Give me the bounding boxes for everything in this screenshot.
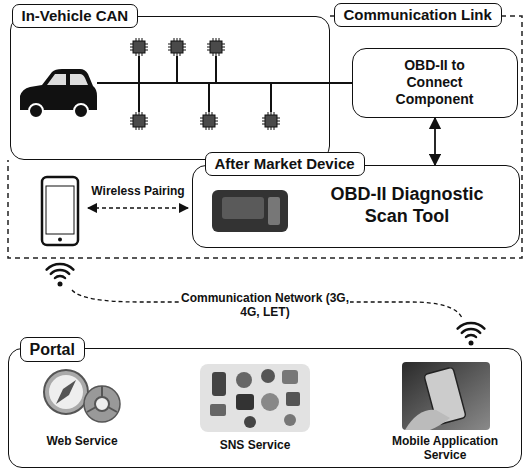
scan-tool-shine: [268, 197, 280, 225]
text-label: Mobile Application Service: [380, 434, 510, 463]
node-text: OBD-II Diagnostic Scan Tool: [315, 184, 500, 227]
heading-tab: Portal: [20, 337, 85, 362]
device-panel: After Market DeviceOBD-II Diagnostic Sca…: [192, 165, 520, 248]
scan-tool-plug: [222, 197, 264, 219]
text-label: Web Service: [32, 434, 132, 448]
bus-stub: [138, 56, 140, 83]
can-bus: [97, 56, 330, 112]
compass-icon: [44, 370, 88, 414]
chrome-center: [95, 397, 109, 411]
car-wheel: [29, 104, 43, 118]
ecu-chip: [207, 38, 225, 56]
text-label: Communication Network (3G, 4G, LET): [180, 291, 350, 320]
pairing-arrow: [88, 207, 188, 209]
chrome-icon: [84, 386, 120, 422]
bus-stub: [215, 56, 217, 83]
bus-line: [97, 82, 330, 84]
sns-icon: [212, 372, 226, 396]
sns-icon: [236, 394, 254, 410]
wifi-arc: [466, 335, 476, 337]
sns-icon: [284, 414, 296, 426]
ecu-chip: [130, 38, 148, 56]
vehicle-panel: In-Vehicle CAN: [10, 16, 330, 160]
wifi-arc: [458, 323, 485, 329]
signal-arc: [55, 276, 65, 278]
ecu-chip: [200, 112, 218, 130]
text-area: OBD-II Diagnostic Scan Tool: [300, 165, 515, 248]
mobile-ground: [402, 362, 490, 430]
signal-arc: [47, 264, 74, 270]
signal-arc: [51, 270, 69, 274]
signal-dot: [58, 282, 63, 287]
compass-face: [49, 375, 83, 409]
wifi-dot: [469, 341, 474, 346]
ecu-chip: [130, 112, 148, 130]
heading-tab: In-Vehicle CAN: [12, 4, 139, 28]
heading-tab: After Market Device: [205, 152, 365, 176]
phone-icon: [42, 177, 78, 245]
bus-stub: [208, 83, 210, 112]
link-region: Communication LinkOBD-II to Connect Comp…: [8, 16, 522, 258]
web-icons: [44, 370, 120, 422]
car-icon: [20, 69, 97, 118]
sns-icon: [244, 416, 256, 428]
connector: [330, 82, 352, 84]
car-window: [47, 74, 88, 85]
chrome-segments: [87, 386, 117, 412]
bus-stub: [176, 56, 178, 83]
phone-body: [42, 177, 78, 245]
connector: [434, 118, 436, 165]
dashed-border: [8, 16, 522, 258]
car-wheel: [74, 104, 88, 118]
text-area: OBD-II to Connect Component: [352, 48, 518, 118]
sns-icon: [261, 393, 279, 411]
sns-collage: [200, 364, 310, 432]
heading-tab: Communication Link: [334, 3, 502, 27]
bus-stub: [270, 83, 272, 112]
sns-icon: [236, 372, 252, 388]
text-label: SNS Service: [205, 438, 305, 452]
phone-button: [58, 238, 62, 242]
wifi-icon: [458, 323, 485, 337]
ecu-chip: [262, 112, 280, 130]
sns-icon: [286, 392, 300, 406]
ecu-chip: [168, 38, 186, 56]
scan-tool-image: [212, 190, 288, 232]
text-label: Wireless Pairing: [86, 184, 190, 198]
bus-stub: [138, 83, 140, 112]
mobile-hand: [405, 410, 450, 430]
signal-icon: [47, 264, 74, 278]
node-text: OBD-II to Connect Component: [379, 57, 491, 107]
wifi-arc: [462, 329, 480, 333]
sns-icon: [210, 404, 226, 416]
sns-icon: [282, 370, 298, 384]
car-body: [20, 69, 97, 110]
scan-tool-body: [212, 190, 288, 232]
sns-icon: [261, 369, 275, 383]
phone-screen: [46, 186, 74, 234]
process-box: OBD-II to Connect Component: [352, 48, 518, 118]
mobile-app-image: [402, 362, 490, 430]
compass-needle: [56, 380, 76, 404]
sns-ground: [200, 364, 310, 432]
